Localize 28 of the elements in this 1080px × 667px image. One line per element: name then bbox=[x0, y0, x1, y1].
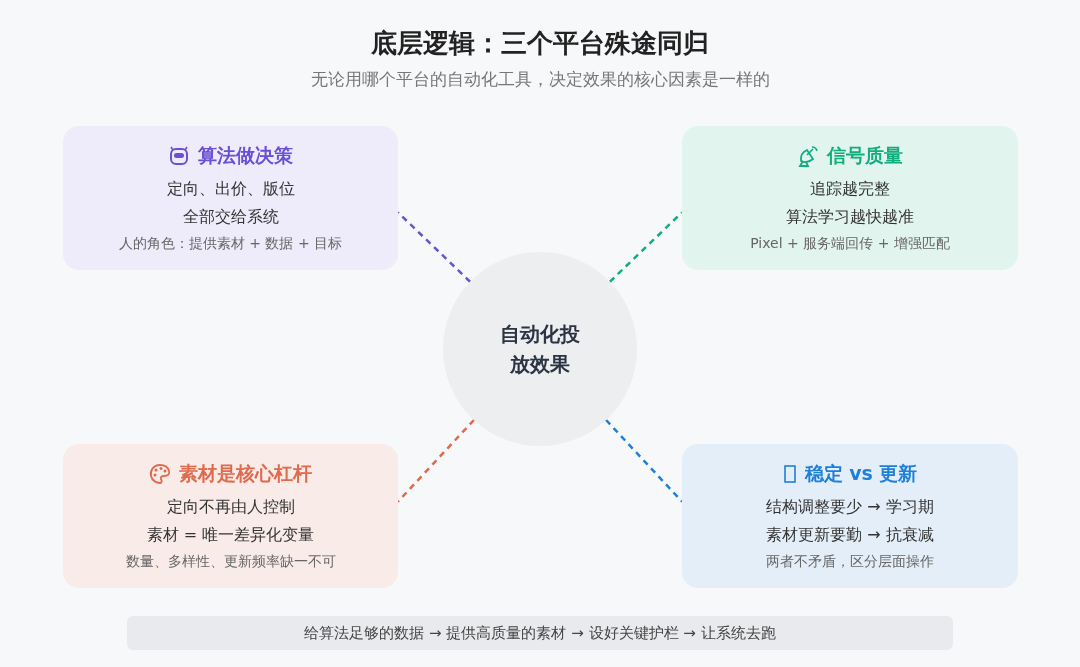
topic-card bbox=[63, 126, 398, 270]
card-note: 两者不矛盾，区分层面操作 bbox=[766, 553, 934, 571]
subtitle: 无论用哪个平台的自动化工具，决定效果的核心因素是一样的 bbox=[309, 68, 771, 91]
center-label: 自动化投放效果 bbox=[499, 321, 581, 378]
card-text: 定向、出价、版位 bbox=[166, 178, 295, 200]
card-heading: 信号质量 bbox=[827, 143, 903, 168]
topic-card bbox=[682, 126, 1018, 270]
card-text: 追踪越完整 bbox=[810, 178, 890, 200]
card-note: Pixel + 服务端回传 + 增强匹配 bbox=[750, 235, 950, 253]
card-heading: 稳定 vs 更新 bbox=[804, 461, 918, 486]
card-heading: 算法做决策 bbox=[198, 143, 293, 168]
card-note: 人的角色：提供素材 + 数据 + 目标 bbox=[118, 235, 343, 253]
card-text: 算法学习越快越准 bbox=[786, 206, 914, 228]
topic-card bbox=[682, 444, 1018, 588]
dashed-connector bbox=[609, 211, 683, 283]
title: 底层逻辑：三个平台殊途同归 bbox=[370, 27, 710, 60]
dashed-connector bbox=[397, 211, 471, 283]
summary-text: 给算法足够的数据 → 提供高质量的素材 → 设好关键护栏 → 让系统去跑 bbox=[304, 623, 776, 643]
card-text: 素材更新要勤 → 抗衰减 bbox=[766, 524, 934, 546]
card-note: 数量、多样性、更新频率缺一不可 bbox=[125, 553, 336, 571]
card-text: 素材 = 唯一差异化变量 bbox=[146, 524, 315, 546]
dashed-connector bbox=[397, 419, 475, 503]
topic-card bbox=[63, 444, 398, 588]
card-text: 定向不再由人控制 bbox=[166, 496, 295, 518]
card-text: 全部交给系统 bbox=[182, 206, 279, 228]
card-text: 结构调整要少 → 学习期 bbox=[766, 496, 934, 518]
dashed-connector bbox=[605, 419, 683, 503]
card-heading: 素材是核心杠杆 bbox=[179, 461, 312, 486]
